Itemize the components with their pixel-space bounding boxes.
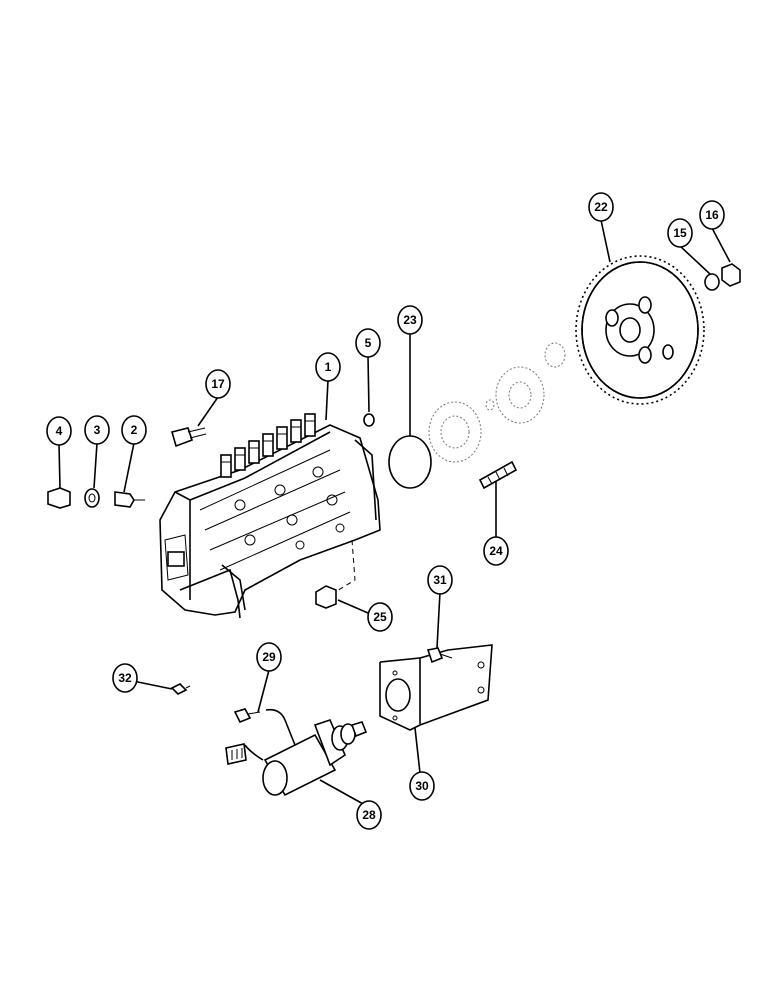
washer-part xyxy=(704,273,720,291)
o-ring-part xyxy=(363,413,375,427)
svg-text:22: 22 xyxy=(594,200,608,214)
seal-ring-part xyxy=(388,435,432,489)
callout-32: 32 xyxy=(112,663,138,693)
callout-1: 1 xyxy=(315,352,341,382)
callout-23: 23 xyxy=(397,305,423,335)
svg-text:25: 25 xyxy=(373,610,387,624)
banjo-bolt-part xyxy=(171,427,207,448)
svg-text:15: 15 xyxy=(673,226,687,240)
nut-part xyxy=(721,263,741,287)
drive-gear-part xyxy=(575,255,705,405)
callout-5: 5 xyxy=(355,328,381,358)
solenoid-bolt-part xyxy=(233,708,261,724)
callout-29: 29 xyxy=(256,642,282,672)
callout-31: 31 xyxy=(427,565,453,595)
callout-3: 3 xyxy=(84,415,110,445)
lock-nut-part xyxy=(315,585,337,609)
svg-text:1: 1 xyxy=(325,360,332,374)
svg-text:16: 16 xyxy=(705,208,719,222)
callout-28: 28 xyxy=(356,800,382,830)
callout-4: 4 xyxy=(46,416,72,446)
callout-17: 17 xyxy=(205,369,231,399)
svg-text:29: 29 xyxy=(262,650,276,664)
injection-pump xyxy=(159,413,381,619)
solenoid-bracket-part xyxy=(379,644,493,731)
bracket-bolt-part xyxy=(426,647,453,664)
callout-24: 24 xyxy=(483,536,509,566)
svg-text:32: 32 xyxy=(118,671,132,685)
drive-hub-ghost xyxy=(428,342,566,463)
screw-part xyxy=(170,683,191,695)
svg-text:5: 5 xyxy=(365,336,372,350)
shutoff-solenoid-part xyxy=(225,708,368,797)
svg-text:31: 31 xyxy=(433,573,447,587)
callout-22: 22 xyxy=(588,192,614,222)
svg-text:2: 2 xyxy=(131,423,138,437)
callout-16: 16 xyxy=(699,200,725,230)
svg-text:28: 28 xyxy=(362,808,376,822)
svg-text:30: 30 xyxy=(415,779,429,793)
svg-text:3: 3 xyxy=(94,423,101,437)
leader-lines xyxy=(58,219,731,806)
callout-15: 15 xyxy=(667,218,693,248)
svg-text:24: 24 xyxy=(489,544,503,558)
svg-text:23: 23 xyxy=(403,313,417,327)
callout-2: 2 xyxy=(121,415,147,445)
inlet-fitting-parts xyxy=(47,487,145,509)
svg-text:17: 17 xyxy=(211,377,225,391)
svg-text:4: 4 xyxy=(56,424,63,438)
callout-30: 30 xyxy=(409,771,435,801)
callout-25: 25 xyxy=(367,602,393,632)
stud-part xyxy=(478,460,518,490)
